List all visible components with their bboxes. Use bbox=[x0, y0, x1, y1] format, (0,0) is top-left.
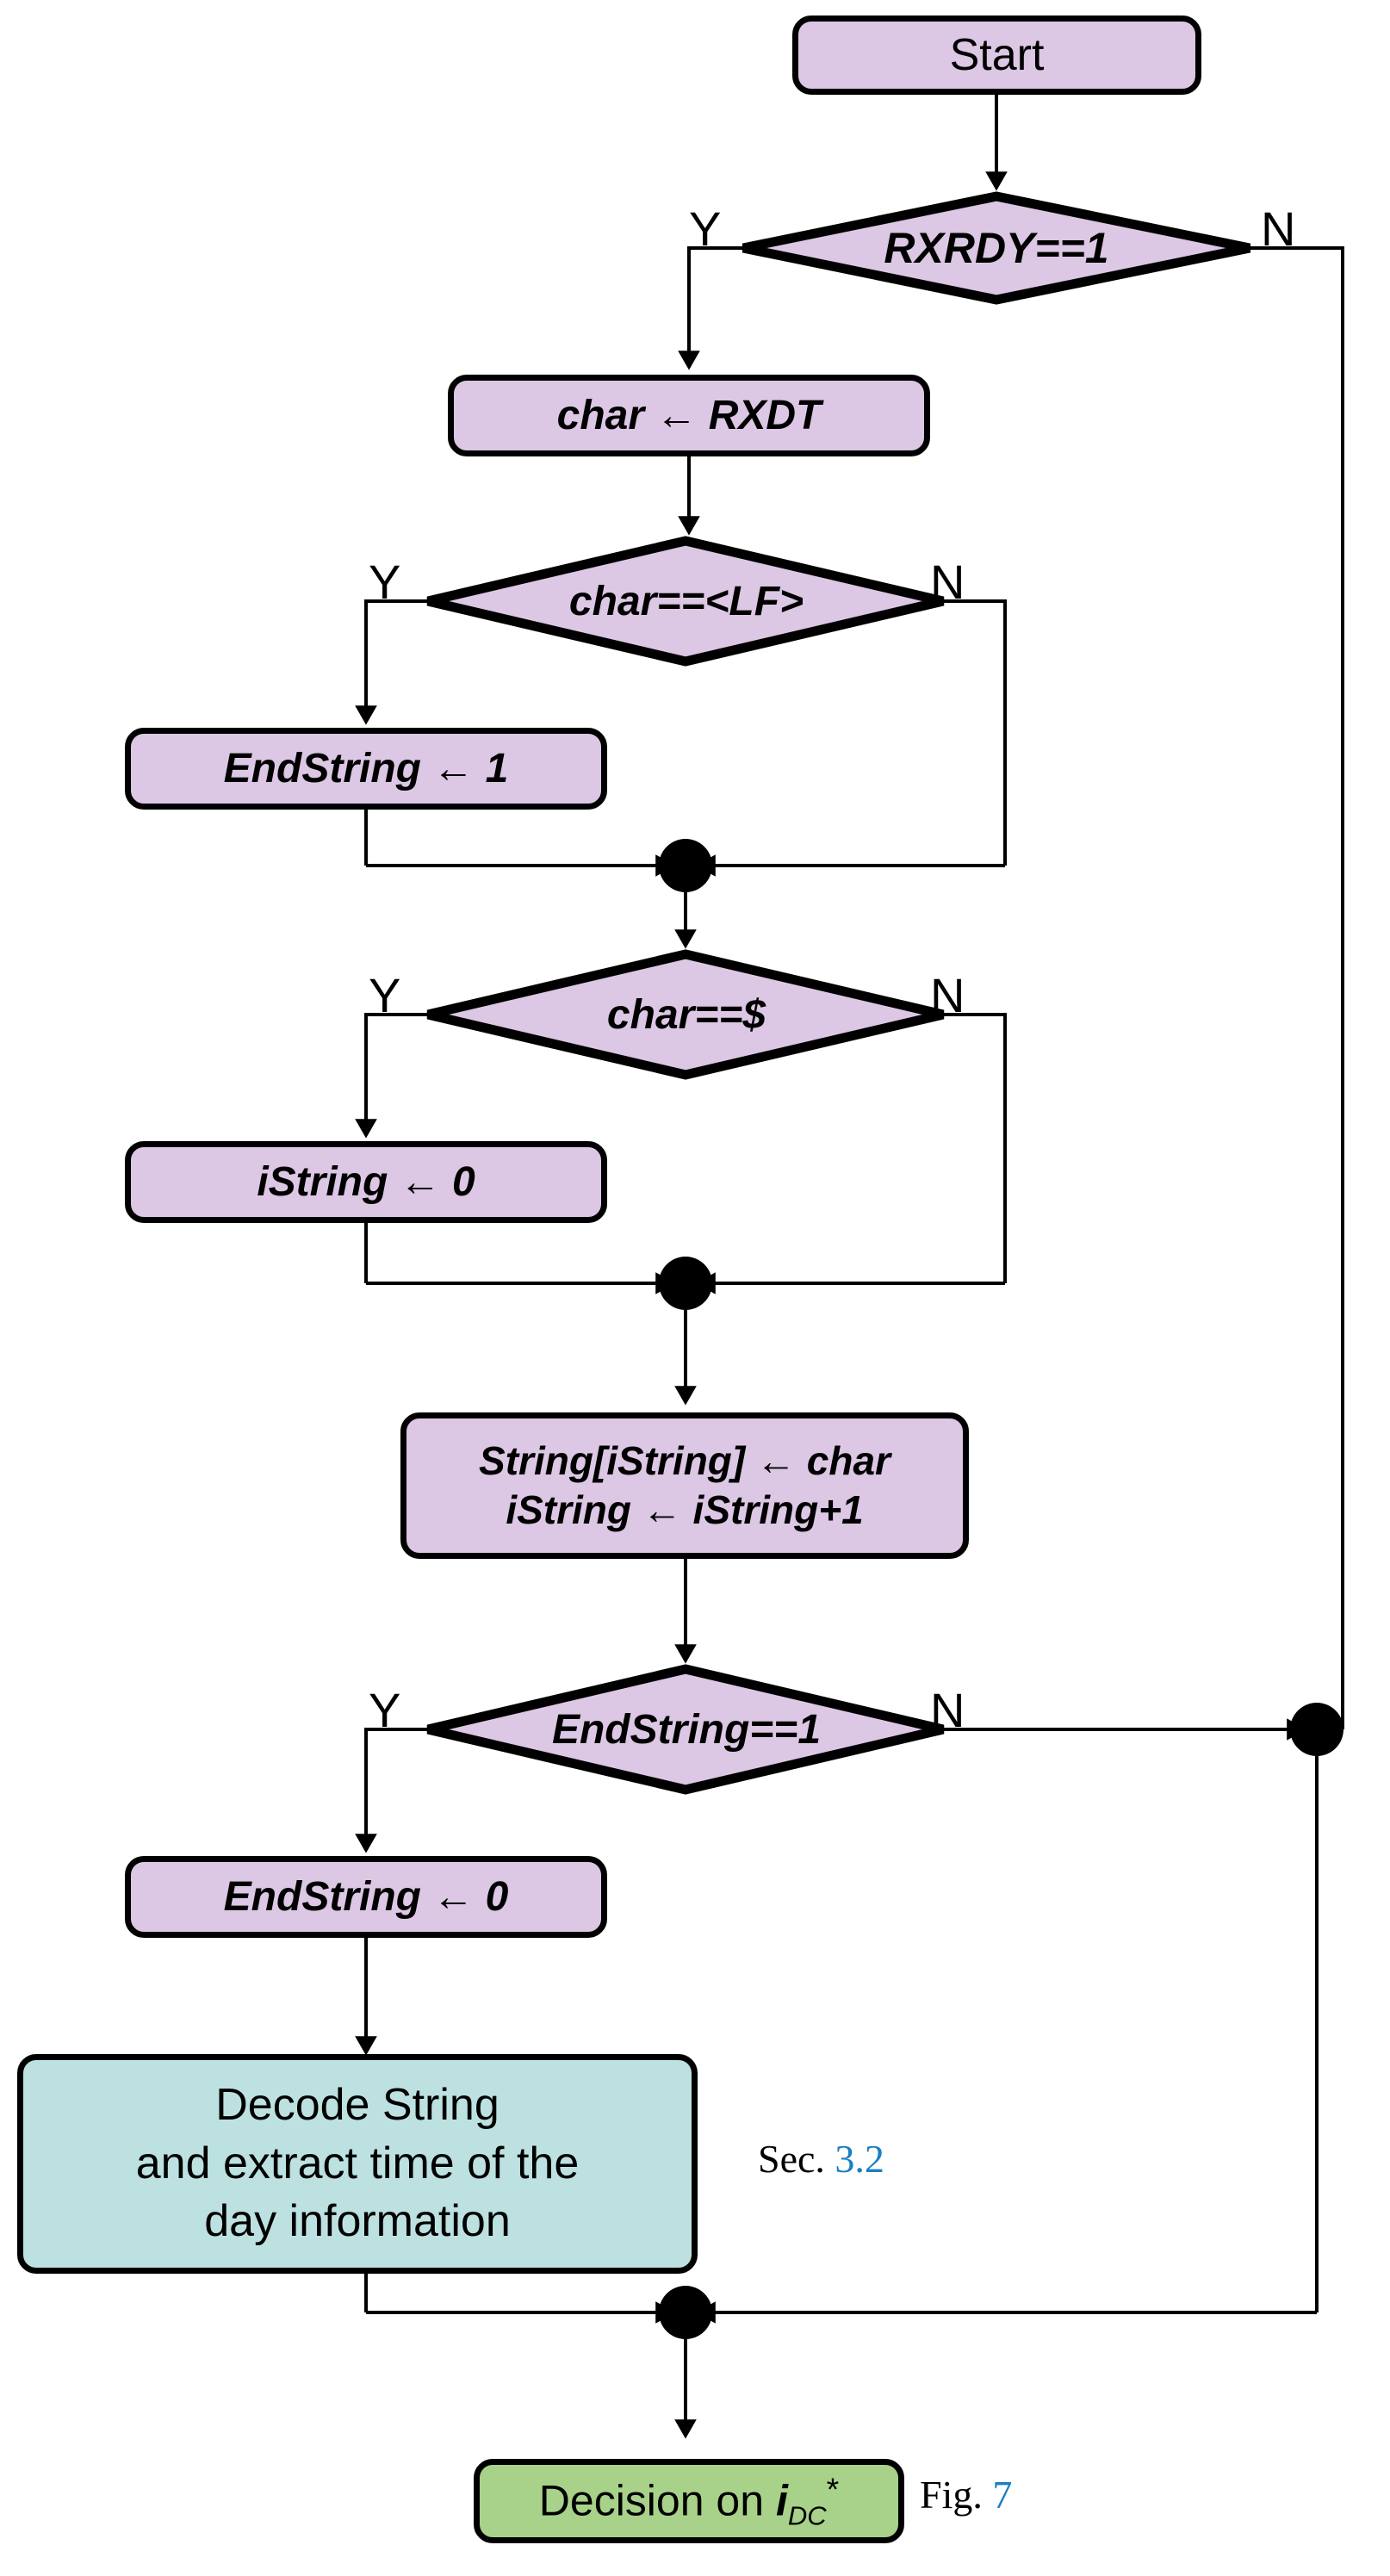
label-endstring-yes: Y bbox=[369, 1683, 401, 1737]
node-endstring-set-1-label: EndString ← 1 bbox=[223, 746, 509, 791]
node-decode-line2: and extract time of the bbox=[135, 2138, 580, 2188]
edge-chardollar-yes bbox=[355, 1013, 428, 1139]
node-decision-idc-label: Decision on iDC* bbox=[539, 2471, 839, 2532]
section-reference-prefix: Sec. bbox=[758, 2137, 835, 2181]
label-chardollar-no: N bbox=[930, 968, 965, 1022]
node-decode-line3: day information bbox=[204, 2196, 511, 2247]
figure-reference-prefix: Fig. bbox=[920, 2473, 993, 2517]
edge-charlf-yes bbox=[355, 599, 428, 725]
edge-rxrdy-yes bbox=[678, 246, 743, 370]
node-decode-string[interactable]: Decode String and extract time of the da… bbox=[17, 2054, 698, 2274]
label-rxrdy-no: N bbox=[1261, 202, 1296, 256]
edge-rxrdy-no bbox=[1250, 246, 1344, 1729]
node-decode-line1: Decode String bbox=[215, 2080, 500, 2131]
merge-dot-right bbox=[1290, 1703, 1343, 1756]
section-reference-number[interactable]: 3.2 bbox=[835, 2137, 884, 2181]
node-endstring-set-1[interactable]: EndString ← 1 bbox=[125, 728, 607, 810]
merge-dot-dollar bbox=[659, 1257, 712, 1310]
node-istring-set-0[interactable]: iString ← 0 bbox=[125, 1141, 607, 1223]
node-start-label: Start bbox=[949, 30, 1045, 80]
decision-endstring-shape bbox=[426, 1664, 945, 1795]
node-decision-idc-superscript: * bbox=[826, 2470, 840, 2507]
edge-charlf-no-vert bbox=[943, 599, 1007, 866]
decision-char-dollar-shape bbox=[426, 949, 945, 1080]
edge-endstringcheck-yes bbox=[355, 1728, 428, 1853]
node-endstring-set-0[interactable]: EndString ← 0 bbox=[125, 1856, 607, 1938]
label-charlf-no: N bbox=[930, 555, 965, 609]
node-start[interactable]: Start bbox=[792, 16, 1201, 95]
node-decision-idc-subscript: DC bbox=[787, 2500, 827, 2531]
node-istring-set-0-label: iString ← 0 bbox=[257, 1159, 475, 1205]
section-reference[interactable]: Sec. 3.2 bbox=[758, 2136, 884, 2182]
merge-dot-bottom bbox=[659, 2286, 712, 2339]
label-chardollar-yes: Y bbox=[369, 968, 401, 1022]
node-store-char-line1: String[iString] ← char bbox=[479, 1437, 890, 1483]
decision-char-lf-shape bbox=[426, 536, 945, 667]
node-store-char-line2: iString ← iString+1 bbox=[506, 1487, 864, 1532]
node-char-assign-label: char ← RXDT bbox=[556, 393, 822, 438]
merge-dot-lf bbox=[659, 839, 712, 892]
figure-reference[interactable]: Fig. 7 bbox=[920, 2472, 1012, 2517]
decision-rxrdy-shape bbox=[742, 191, 1251, 305]
node-char-assign[interactable]: char ← RXDT bbox=[448, 375, 930, 456]
node-decision-idc[interactable]: Decision on iDC* bbox=[474, 2459, 904, 2543]
node-decision-idc-prefix: Decision on bbox=[538, 2476, 776, 2525]
node-store-char[interactable]: String[iString] ← char iString ← iString… bbox=[400, 1412, 969, 1559]
node-endstring-set-0-label: EndString ← 0 bbox=[223, 1874, 509, 1920]
node-decision-idc-symbol: i bbox=[775, 2476, 788, 2525]
label-charlf-yes: Y bbox=[369, 555, 401, 609]
figure-reference-number[interactable]: 7 bbox=[992, 2473, 1013, 2517]
label-rxrdy-yes: Y bbox=[689, 202, 722, 256]
label-endstring-no: N bbox=[930, 1683, 965, 1737]
edge-chardollar-no-vert bbox=[943, 1013, 1007, 1283]
